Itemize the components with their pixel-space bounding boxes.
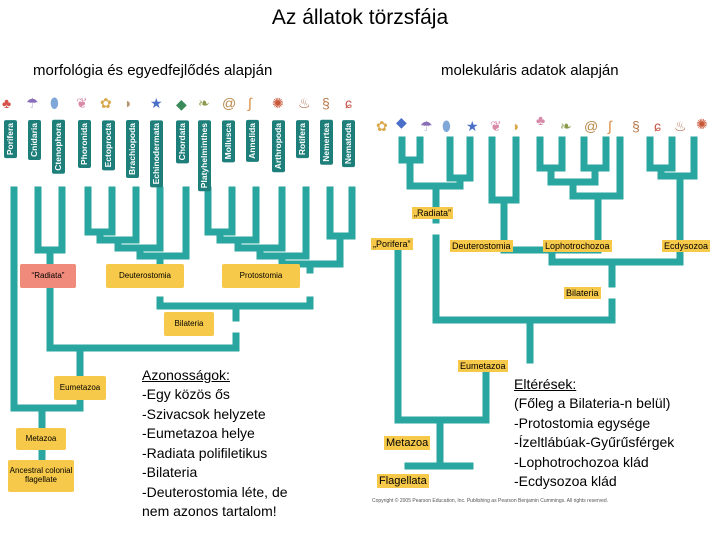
left-subtitle: morfológia és egyedfejlődés alapján	[33, 62, 273, 79]
label-eumetazoa: Eumetazoa	[458, 360, 508, 372]
label-bilateria: Bilateria	[564, 287, 601, 299]
crab-icon: ✺	[272, 95, 284, 111]
earthworm-icon: ∫	[608, 118, 612, 134]
copyright-notice: Copyright © 2005 Pearson Education, Inc.…	[372, 498, 609, 504]
tube-worm-icon: ❦	[76, 95, 88, 111]
taxon-label-ectoprocta: Ectoprocta	[102, 120, 115, 171]
starfish-icon: ★	[466, 118, 479, 134]
sponge-icon: ♣	[536, 112, 546, 128]
node-ancestral-colonial-flagellate: Ancestral colonial flagellate	[8, 460, 74, 492]
taxon-label-nematoda: Nematoda	[342, 120, 355, 168]
tube-worm-icon: ❦	[490, 118, 502, 134]
node-eumetazoa: Eumetazoa	[54, 376, 106, 400]
label-ecdysozoa: Ecdysozoa	[662, 240, 711, 252]
roundworm-icon: ɕ	[345, 95, 352, 111]
taxon-label-cnidaria: Cnidaria	[28, 120, 41, 161]
lamp-shell-icon: ◗	[124, 95, 133, 111]
node-metazoa: Metazoa	[16, 428, 66, 450]
similarities-list: -Egy közös ős -Szivacsok helyzete -Eumet…	[142, 386, 288, 519]
taxon-label-brachiopoda: Brachiopoda	[126, 120, 139, 178]
jellyfish-icon: ☂	[420, 118, 433, 134]
node-bilateria: Bilateria	[164, 312, 214, 336]
label-metazoa: Metazoa	[384, 436, 431, 450]
taxon-label-echinodermata: Echinodermata	[150, 120, 163, 188]
fish-icon: ◆	[176, 96, 187, 112]
taxon-label-nemertea: Nemertea	[320, 120, 333, 165]
fish-icon: ◆	[396, 114, 407, 130]
differences-list: (Főleg a Bilateria-n belül) -Protostomia…	[514, 395, 675, 489]
label-flagellata: Flagellata	[377, 474, 429, 488]
taxon-label-rotifera: Rotifera	[296, 120, 309, 159]
ribbon-worm-icon: §	[322, 95, 330, 111]
taxon-label-ctenophora: Ctenophora	[52, 120, 65, 174]
taxon-label-annelida: Annelida	[246, 120, 259, 162]
comb-jelly-icon: ⬮	[50, 95, 59, 111]
taxon-label-mollusca: Mollusca	[222, 120, 235, 163]
label-deuterostomia: Deuterostomia	[450, 240, 513, 252]
taxon-label-porifera: Porifera	[4, 120, 17, 159]
right-subtitle: molekuláris adatok alapján	[441, 62, 619, 79]
page-title: Az állatok törzsfája	[271, 6, 449, 29]
taxon-label-phoronida: Phoronida	[78, 120, 91, 169]
roundworm-icon: ɕ	[654, 118, 661, 134]
earthworm-icon: ∫	[248, 95, 252, 111]
snail-icon: @	[584, 118, 599, 134]
rotifer-icon: ♨	[674, 118, 687, 134]
taxon-label-chordata: Chordata	[176, 120, 189, 164]
rotifer-icon: ♨	[298, 95, 311, 111]
comb-jelly-icon: ⬮	[442, 118, 451, 134]
node-protostomia: Protostomia	[222, 264, 300, 288]
starfish-icon: ★	[150, 95, 163, 111]
taxon-label-platyhelminthes: Platyhelminthes	[198, 120, 211, 192]
moss-animal-icon: ✿	[100, 95, 112, 111]
crab-icon: ✺	[696, 116, 708, 132]
node-deuterostomia: Deuterostomia	[106, 264, 184, 288]
label-porifera: „Porifera”	[371, 238, 413, 250]
lamp-shell-icon: ◗	[512, 118, 521, 134]
node-radiata: “Radiata”	[20, 264, 76, 288]
flatworm-icon: ❧	[560, 118, 572, 134]
moss-animal-icon: ✿	[376, 118, 388, 134]
jellyfish-icon: ☂	[26, 95, 39, 111]
ribbon-worm-icon: §	[632, 118, 640, 134]
sponge-icon: ♣	[2, 95, 12, 111]
differences-heading: Eltérések:	[514, 376, 577, 392]
taxon-label-arthropoda: Arthropoda	[272, 120, 285, 173]
label-lophotrochozoa: Lophotrochozoa	[543, 240, 612, 252]
similarities-heading: Azonosságok:	[142, 367, 230, 383]
flatworm-icon: ❧	[198, 95, 210, 111]
snail-icon: @	[222, 95, 237, 111]
label-radiata: „Radiata”	[412, 207, 454, 219]
